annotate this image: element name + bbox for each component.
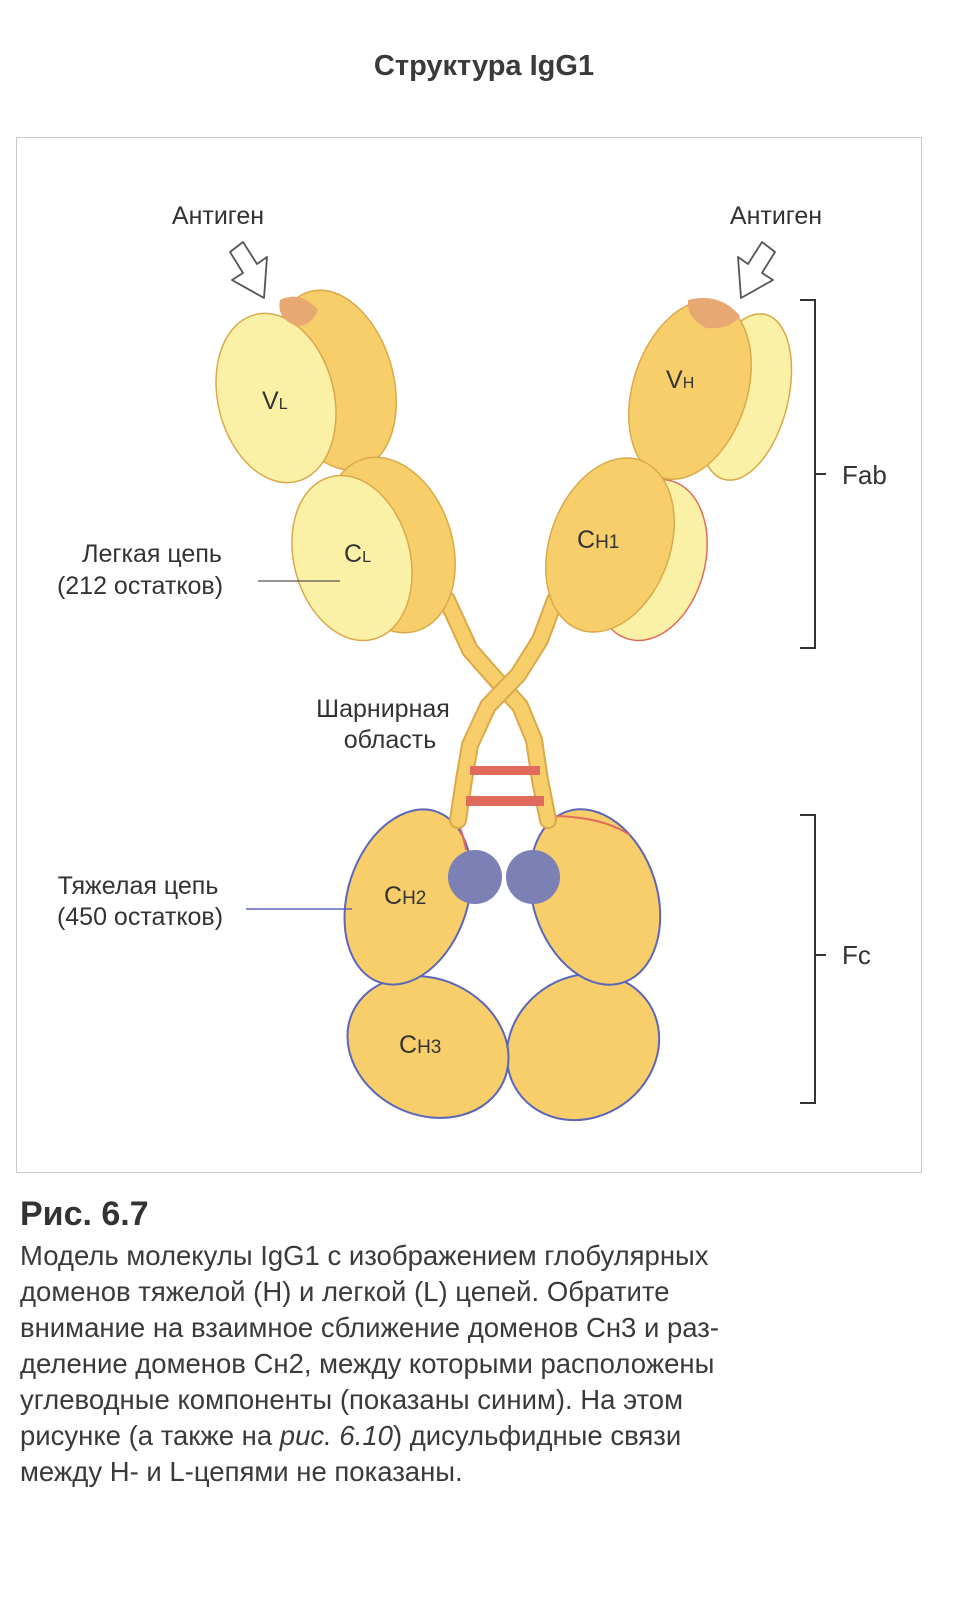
antigen-site-right	[687, 298, 740, 329]
caption-line: доменов тяжелой (H) и легкой (L) цепей. …	[20, 1276, 670, 1307]
fab-label: Fab	[842, 460, 887, 490]
igg1-diagram: Антиген Антиген VL VH CL CH1 CH2 CH3 Лег…	[57, 202, 887, 1122]
ch2-left-domain	[343, 808, 473, 986]
fc-label: Fc	[842, 940, 871, 970]
hinge-label-line2: область	[344, 726, 437, 754]
fab-right-arm	[545, 298, 793, 642]
hinge-region	[438, 591, 564, 829]
antigen-label-right: Антиген	[730, 202, 822, 230]
disulfide-bond-lower	[466, 796, 544, 806]
ch3-label: CH3	[399, 1031, 441, 1059]
caption-line: рисунке (а также на рис. 6.10) дисульфид…	[20, 1420, 682, 1451]
fc-bracket	[800, 814, 826, 1104]
cl-domain	[291, 474, 413, 642]
ch1-label: CH1	[577, 526, 619, 554]
cl-label: CL	[344, 540, 371, 568]
carbohydrate-left	[448, 850, 502, 904]
caption-line: деление доменов Cн2, между которыми расп…	[20, 1348, 715, 1379]
ch3-right-domain	[505, 972, 661, 1122]
antigen-site-left	[279, 296, 318, 326]
fab-left-arm	[215, 289, 456, 642]
ch2-label: CH2	[384, 882, 426, 910]
ch1-domain	[545, 457, 675, 633]
light-chain-label-line1: Легкая цепь	[82, 540, 222, 568]
ch3-left-domain	[346, 975, 510, 1119]
heavy-chain-label-line1: Тяжелая цепь	[58, 872, 219, 900]
vl-domain	[215, 312, 337, 484]
light-chain-label-line2: (212 остатков)	[57, 572, 223, 600]
antigen-arrow-right-icon	[737, 241, 776, 299]
hinge-label-line1: Шарнирная	[316, 695, 450, 723]
caption-line: внимание на взаимное сближение доменов C…	[20, 1312, 719, 1343]
caption-line: между H- и L-цепями не показаны.	[20, 1456, 463, 1487]
figure-number: Рис. 6.7	[20, 1195, 149, 1233]
caption-line: Модель молекулы IgG1 с изображением глоб…	[20, 1240, 709, 1271]
antigen-arrow-left-icon	[229, 241, 268, 299]
fab-bracket	[800, 299, 826, 649]
figure-frame	[16, 137, 922, 1173]
caption-line: углеводные компоненты (показаны синим). …	[20, 1384, 684, 1415]
vh-label: VH	[666, 366, 694, 394]
antigen-label-left: Антиген	[172, 202, 264, 230]
heavy-chain-label-line2: (450 остатков)	[57, 903, 223, 931]
fc-region	[343, 808, 662, 1122]
vl-label: VL	[262, 387, 288, 415]
figure-reference-link: рис. 6.10	[279, 1420, 393, 1451]
carbohydrate-right	[506, 850, 560, 904]
disulfide-bond-upper	[470, 766, 540, 775]
ch2-right-domain	[528, 808, 662, 986]
figure-caption: Модель молекулы IgG1 с изображением глоб…	[20, 1238, 940, 1490]
figure-title: Структура IgG1	[373, 50, 595, 82]
